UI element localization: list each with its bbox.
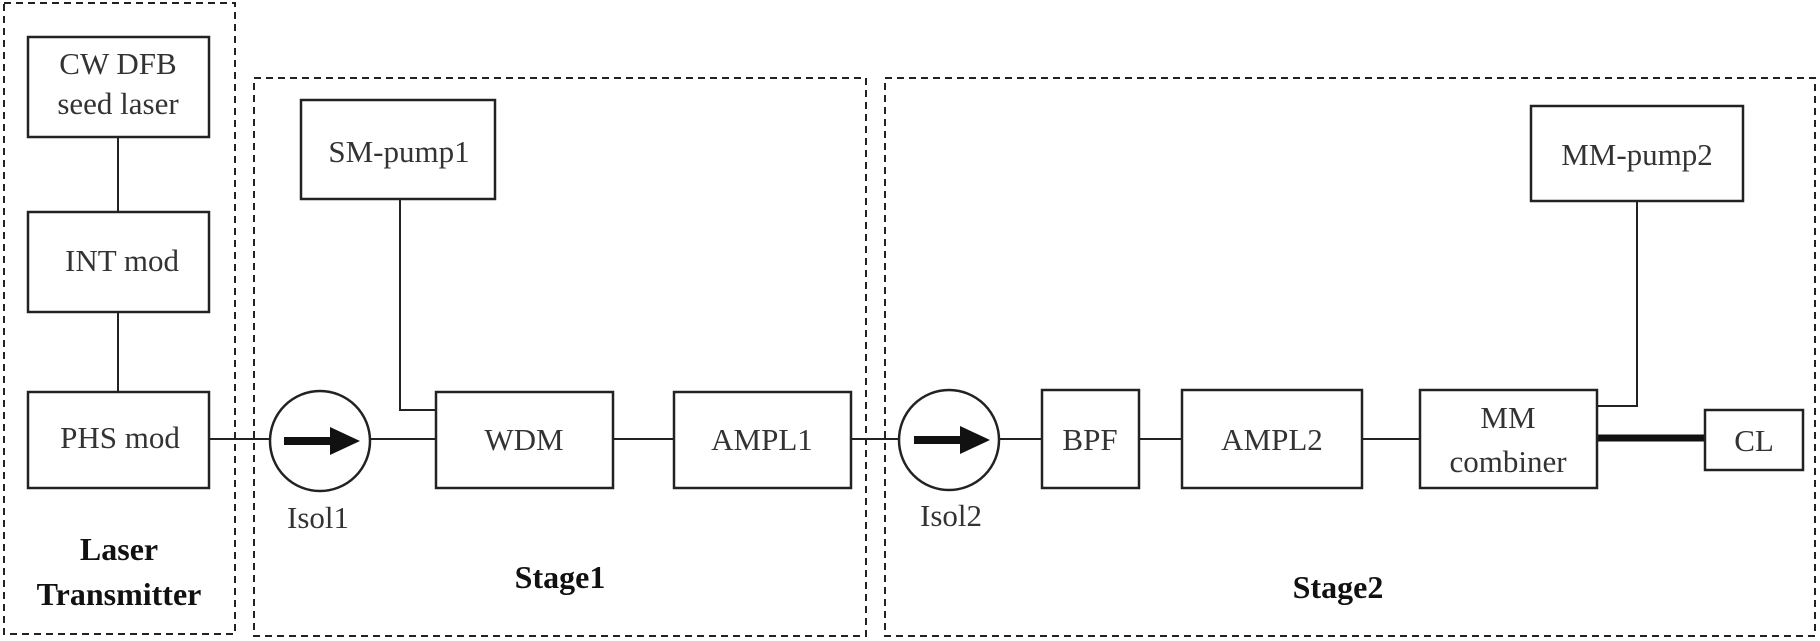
isolator-2-arrowhead-icon [960, 426, 990, 454]
bpf-block: BPF [1040, 388, 1141, 490]
ampl1-label: AMPL1 [711, 422, 813, 457]
isolator-2 [897, 388, 1001, 492]
ampl2-block: AMPL2 [1180, 388, 1364, 490]
laser-transmitter-title-line1: Laser [80, 531, 158, 567]
mm-combiner-label-line2: combiner [1449, 444, 1567, 479]
bpf-label: BPF [1062, 422, 1117, 457]
laser-transmitter-title-line2: Transmitter [37, 576, 202, 612]
sm-pump1-block: SM-pump1 [299, 98, 497, 201]
laser-transmitter-group [3, 2, 236, 635]
wire-pump1-to-wdm [399, 199, 436, 411]
int-mod-block: INT mod [26, 210, 211, 314]
cl-label: CL [1734, 423, 1774, 458]
mm-combiner-label-line1: MM [1480, 400, 1535, 435]
ampl2-label: AMPL2 [1221, 422, 1323, 457]
wdm-block: WDM [434, 390, 615, 490]
wdm-label: WDM [484, 422, 563, 457]
isolator-1-label: Isol1 [287, 500, 349, 535]
wire-pump2-to-combiner [1597, 201, 1638, 407]
mm-pump2-label: MM-pump2 [1561, 137, 1713, 172]
phs-mod-label: PHS mod [60, 420, 180, 455]
ampl1-block: AMPL1 [672, 390, 853, 490]
seed-laser-label-line2: seed laser [57, 86, 179, 121]
phs-mod-block: PHS mod [26, 390, 211, 490]
seed-laser-label-line1: CW DFB [59, 46, 176, 81]
cl-block: CL [1703, 408, 1805, 472]
stage1-title: Stage1 [515, 559, 606, 595]
int-mod-label: INT mod [65, 243, 179, 278]
stage2-title: Stage2 [1293, 569, 1384, 605]
stage1-group [253, 77, 867, 637]
isolator-2-label: Isol2 [920, 498, 982, 533]
mm-combiner-block: MM combiner [1418, 388, 1599, 490]
isolator-1 [268, 389, 372, 493]
sm-pump1-label: SM-pump1 [328, 134, 469, 169]
isolator-1-arrowhead-icon [330, 427, 360, 455]
seed-laser-block: CW DFB seed laser [26, 35, 211, 139]
mm-pump2-block: MM-pump2 [1529, 104, 1745, 203]
